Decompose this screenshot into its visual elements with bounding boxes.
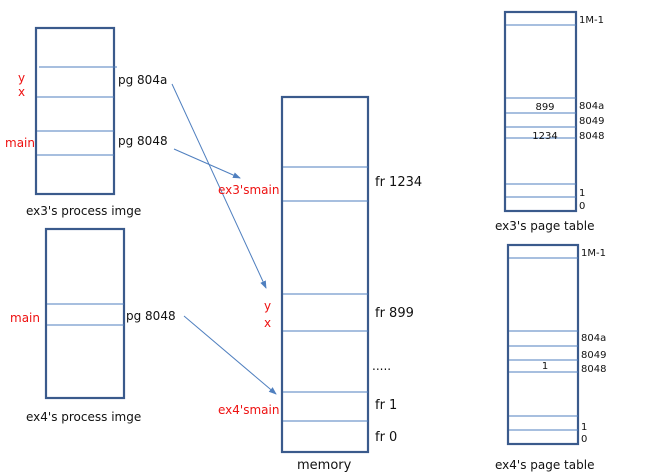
index-1: 1 bbox=[579, 188, 585, 199]
index-8049: 8049 bbox=[581, 350, 606, 361]
arrow-804a-to-899 bbox=[171, 83, 267, 289]
page-804a-label: pg 804a bbox=[118, 73, 167, 87]
page-8048-label: pg 8048 bbox=[126, 309, 176, 323]
memory-box bbox=[280, 95, 370, 454]
ellipsis: ..... bbox=[372, 359, 391, 373]
frame-899-label: fr 899 bbox=[375, 306, 414, 321]
ex4-page-table: 1M-1 804a 8049 8048 1 0 1 ex4's page tab… bbox=[495, 243, 606, 472]
page-8048-label: pg 8048 bbox=[118, 134, 168, 148]
index-804a: 804a bbox=[581, 333, 606, 344]
frame-1-label: fr 1 bbox=[375, 398, 397, 413]
var-x-label: x bbox=[18, 85, 25, 99]
ex3-main-label: ex3'smain bbox=[218, 183, 279, 197]
ex3-process-image: y x main pg 804a pg 8048 ex3's process i… bbox=[5, 26, 168, 218]
main-label: main bbox=[5, 136, 35, 150]
index-804a: 804a bbox=[579, 101, 604, 112]
index-0: 0 bbox=[579, 201, 585, 212]
ex4-page-table-caption: ex4's page table bbox=[495, 458, 594, 472]
y-label: y bbox=[264, 299, 271, 313]
entry-8048-value: 1 bbox=[542, 361, 548, 372]
index-1: 1 bbox=[581, 422, 587, 433]
entry-8048-value: 1234 bbox=[532, 131, 557, 142]
arrow-ex4-8048-to-1 bbox=[183, 315, 277, 395]
ex4-process-box bbox=[44, 227, 126, 400]
x-label: x bbox=[264, 316, 271, 330]
var-y-label: y bbox=[18, 71, 25, 85]
index-top: 1M-1 bbox=[579, 15, 604, 26]
ex3-process-caption: ex3's process imge bbox=[26, 204, 141, 218]
index-0: 0 bbox=[581, 434, 587, 445]
arrow-ex3-8048-to-1234 bbox=[173, 148, 241, 179]
index-8049: 8049 bbox=[579, 116, 604, 127]
ex3-page-table: 1M-1 804a 8049 8048 1 0 899 1234 ex3's p… bbox=[495, 10, 604, 233]
physical-memory: fr 1234 fr 899 ..... fr 1 fr 0 ex3'smain… bbox=[218, 95, 422, 473]
memory-caption: memory bbox=[297, 458, 352, 473]
ex4-process-caption: ex4's process imge bbox=[26, 410, 141, 424]
frame-1234-label: fr 1234 bbox=[375, 175, 422, 190]
frame-0-label: fr 0 bbox=[375, 430, 397, 445]
index-8048: 8048 bbox=[579, 131, 604, 142]
main-label: main bbox=[10, 311, 40, 325]
index-top: 1M-1 bbox=[581, 248, 606, 259]
ex4-page-table-box bbox=[506, 243, 580, 446]
ex4-main-label: ex4'smain bbox=[218, 403, 279, 417]
ex3-page-table-box bbox=[503, 10, 578, 213]
ex3-page-table-caption: ex3's page table bbox=[495, 219, 594, 233]
ex3-process-box bbox=[34, 26, 116, 196]
entry-804a-value: 899 bbox=[535, 102, 554, 113]
ex4-process-image: main pg 8048 ex4's process imge bbox=[10, 227, 176, 424]
index-8048: 8048 bbox=[581, 364, 606, 375]
